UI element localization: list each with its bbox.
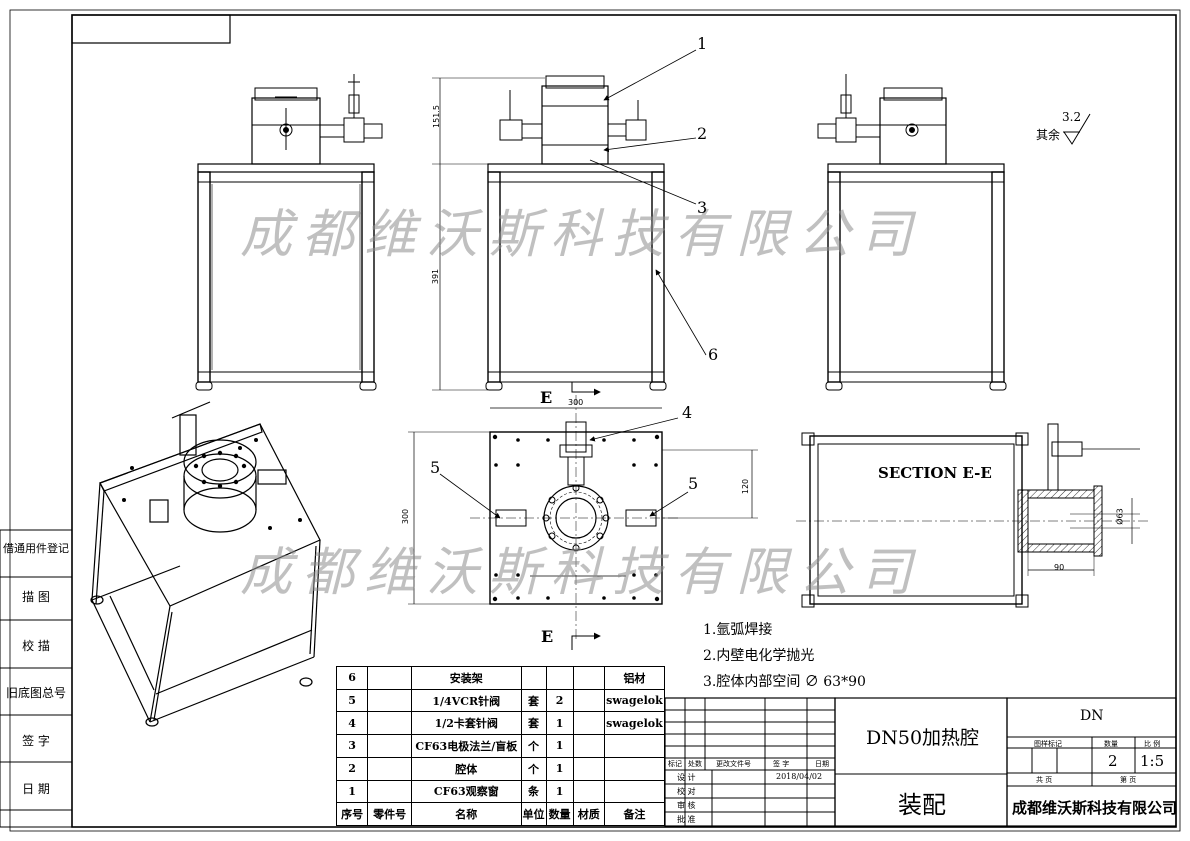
callout-5-right: 5 — [688, 474, 699, 493]
qty-value: 2 — [1108, 752, 1118, 770]
sheet-total: 共 页 — [1036, 776, 1053, 784]
callout-4: 4 — [682, 403, 693, 422]
callout-1: 1 — [697, 34, 708, 53]
bom-header: 序号零件号名称单位数量材质备注 — [335, 802, 666, 826]
qty-label: 数量 — [1104, 740, 1118, 748]
drawing-type: 装配 — [898, 791, 946, 819]
side-label-borrow-register: 借通用件登记 — [3, 542, 69, 555]
rev-header-date: 日期 — [815, 760, 829, 768]
dim-top-height: 151.5 — [431, 105, 441, 128]
rev-header-file: 更改文件号 — [716, 760, 751, 768]
note-2: 2.内壁电化学抛光 — [703, 648, 815, 664]
rev-header-mark: 标记 — [668, 760, 682, 768]
isometric-flange-bolts — [122, 438, 302, 530]
rev-header-sign: 签 字 — [773, 760, 790, 768]
stage-label: 图样标记 — [1034, 740, 1062, 748]
role-review: 审 核 — [677, 801, 696, 810]
roughness-label: 其余 — [1036, 128, 1061, 142]
side-label-old-drawing-no: 旧底图总号 — [5, 686, 66, 700]
dim-frame-height: 391 — [431, 268, 441, 285]
callout-2: 2 — [697, 124, 708, 143]
drawing-name: DN50加热腔 — [866, 727, 980, 749]
sheet-border — [0, 9, 1181, 832]
front-view-right — [817, 74, 1007, 391]
dim-plan-width: 300 — [568, 398, 584, 407]
role-check: 校 对 — [677, 787, 696, 796]
section-mark-top: E — [540, 388, 553, 407]
note-1: 1.氩弧焊接 — [703, 622, 773, 638]
plan-view — [408, 382, 758, 650]
isometric-view — [90, 401, 321, 727]
side-label-check-trace: 校 描 — [22, 639, 50, 653]
scale-label: 比 例 — [1144, 740, 1161, 748]
scale-value: 1:5 — [1140, 752, 1165, 770]
side-label-trace: 描 图 — [22, 590, 50, 604]
role-design: 设 计 — [677, 773, 696, 782]
front-view-middle — [432, 75, 667, 391]
rev-header-count: 处数 — [688, 760, 702, 768]
company-name: 成都维沃斯科技有限公司 — [1012, 799, 1178, 817]
title-block-frame — [664, 697, 1177, 827]
callout-6: 6 — [708, 345, 719, 364]
roughness-value: 3.2 — [1062, 110, 1082, 124]
note-3: 3.腔体内部空间 ∅ 63*90 — [703, 674, 866, 690]
dim-section-length: 90 — [1054, 563, 1065, 572]
design-date: 2018/04/02 — [776, 772, 823, 781]
sheet-number: 第 页 — [1120, 776, 1137, 784]
callout-5-left: 5 — [430, 458, 441, 477]
section-mark-bottom: E — [541, 627, 554, 646]
dim-plan-offset: 120 — [741, 478, 751, 495]
dim-section-diameter: Ø63 — [1115, 508, 1125, 525]
front-view-left — [195, 74, 383, 391]
roughness-symbol — [1063, 113, 1091, 145]
drawing-code: DN — [1080, 708, 1104, 724]
callout-3: 3 — [697, 198, 708, 217]
role-approve: 批 准 — [677, 815, 696, 824]
side-label-sign: 签 字 — [22, 734, 50, 748]
leader-lines — [439, 49, 707, 519]
dim-plan-height: 300 — [401, 508, 411, 525]
section-title: SECTION E-E — [878, 464, 992, 482]
section-view — [796, 423, 1150, 608]
side-label-date: 日 期 — [22, 782, 50, 796]
plan-bolt-holes — [492, 434, 660, 602]
